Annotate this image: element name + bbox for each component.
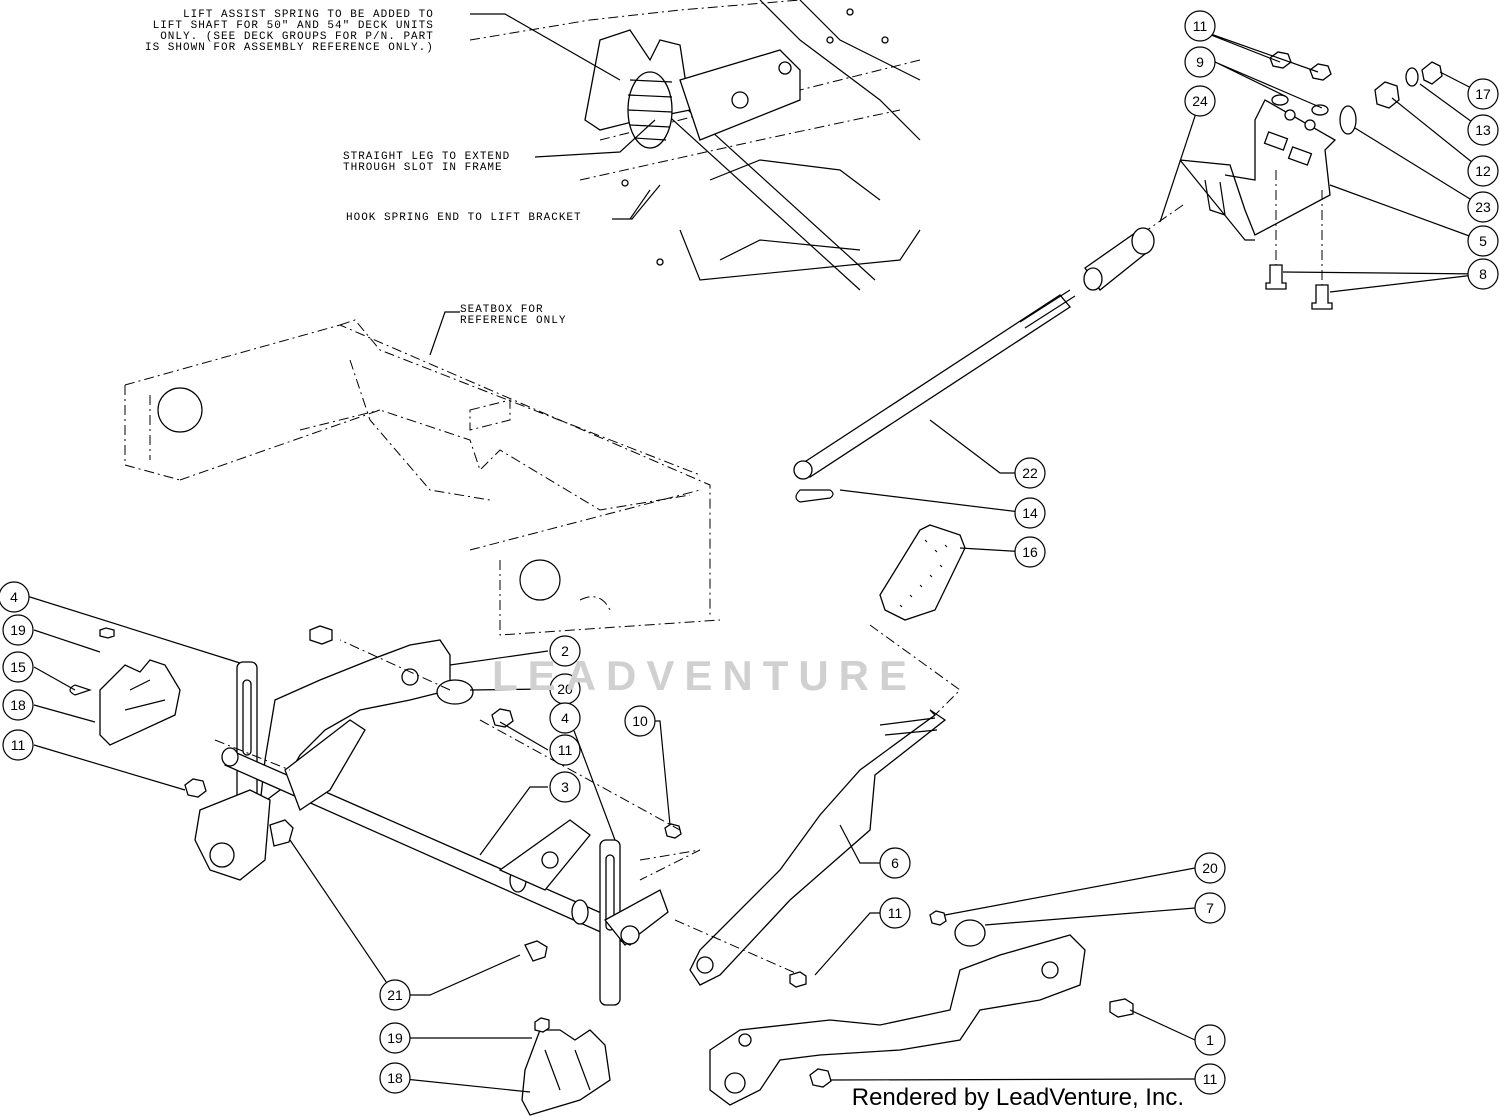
callout-20: 20	[549, 673, 581, 705]
seatbox-note: SEATBOX FOR REFERENCE ONLY	[460, 304, 567, 327]
callout-8: 8	[1467, 258, 1499, 290]
callout-4: 4	[0, 581, 30, 613]
watermark: LEADVENTURE	[492, 652, 918, 699]
callout-number: 19	[10, 622, 26, 638]
handle-guide-upper	[69, 659, 181, 746]
callout-15: 15	[2, 651, 34, 683]
handle-guide-lower	[521, 1017, 611, 1116]
callout-number: 11	[1193, 18, 1208, 34]
note-leaders	[429, 13, 661, 356]
callout-9: 9	[1184, 46, 1216, 78]
callout-2: 2	[549, 635, 581, 667]
callout-number: 22	[1022, 465, 1038, 481]
callout-number: 16	[1022, 544, 1038, 560]
callout-11: 11	[549, 734, 581, 766]
callout-number: 6	[891, 855, 899, 871]
callout-14: 14	[1014, 497, 1046, 529]
callout-16: 16	[1014, 536, 1046, 568]
callout-4: 4	[549, 702, 581, 734]
callout-21: 21	[379, 979, 411, 1011]
callout-number: 4	[10, 589, 18, 605]
callout-number: 19	[387, 1030, 403, 1046]
callout-number: 23	[1475, 199, 1491, 215]
inset-frame-detail	[469, 0, 921, 291]
callout-7: 7	[1194, 892, 1226, 924]
lift-arm-1	[709, 910, 1134, 1106]
callout-number: 8	[1479, 266, 1487, 282]
callout-12: 12	[1467, 155, 1499, 187]
footer-credit: Rendered by LeadVenture, Inc.	[851, 1084, 1184, 1111]
callout-11: 11	[879, 897, 911, 929]
callout-number: 18	[10, 697, 26, 713]
hook-spring-note: HOOK SPRING END TO LIFT BRACKET	[346, 212, 582, 224]
callout-number: 21	[387, 987, 403, 1003]
lever-6	[689, 709, 947, 986]
callout-number: 11	[1203, 1071, 1218, 1087]
callout-18: 18	[379, 1062, 411, 1094]
callout-24: 24	[1184, 85, 1216, 117]
callout-19: 19	[2, 614, 34, 646]
callout-number: 13	[1475, 122, 1491, 138]
callout-number: 15	[10, 659, 26, 675]
callout-19: 19	[379, 1022, 411, 1054]
callout-11: 11	[1184, 10, 1216, 42]
lift-shaft-assembly	[99, 625, 801, 1006]
callout-number: 11	[11, 737, 26, 753]
lift-assist-spring	[584, 29, 691, 149]
straight-leg-note: STRAIGHT LEG TO EXTEND THROUGH SLOT IN F…	[343, 151, 511, 174]
callout-11: 11	[1194, 1063, 1226, 1095]
callout-number: 4	[561, 710, 569, 726]
lift-rod	[793, 227, 1155, 503]
callout-3: 3	[549, 771, 581, 803]
callout-number: 20	[557, 681, 573, 697]
callout-number: 10	[632, 713, 648, 729]
callout-22: 22	[1014, 457, 1046, 489]
callout-5: 5	[1467, 225, 1499, 257]
callout-6: 6	[879, 847, 911, 879]
callout-number: 5	[1479, 233, 1487, 249]
callout-number: 9	[1196, 54, 1204, 70]
callout-number: 24	[1192, 93, 1208, 109]
bracket-assembly	[1089, 51, 1443, 310]
callout-number: 7	[1206, 900, 1214, 916]
seatbox-frame	[124, 319, 721, 636]
lift-assist-note: LIFT ASSIST SPRING TO BE ADDED TO LIFT S…	[145, 9, 434, 54]
callout-number: 11	[888, 905, 903, 921]
callout-11: 11	[2, 729, 34, 761]
callout-number: 2	[561, 643, 569, 659]
callout-number: 12	[1475, 163, 1491, 179]
callout-20: 20	[1194, 852, 1226, 884]
callout-number: 17	[1475, 86, 1491, 102]
callout-number: 20	[1202, 860, 1218, 876]
callout-13: 13	[1467, 114, 1499, 146]
callout-number: 11	[558, 742, 573, 758]
callout-number: 1	[1206, 1032, 1214, 1048]
callout-number: 14	[1022, 505, 1038, 521]
callout-23: 23	[1467, 191, 1499, 223]
callout-1: 1	[1194, 1024, 1226, 1056]
callout-10: 10	[624, 705, 656, 737]
callout-17: 17	[1467, 78, 1499, 110]
callout-18: 18	[2, 689, 34, 721]
callout-number: 18	[387, 1070, 403, 1086]
callout-number: 3	[561, 779, 569, 795]
